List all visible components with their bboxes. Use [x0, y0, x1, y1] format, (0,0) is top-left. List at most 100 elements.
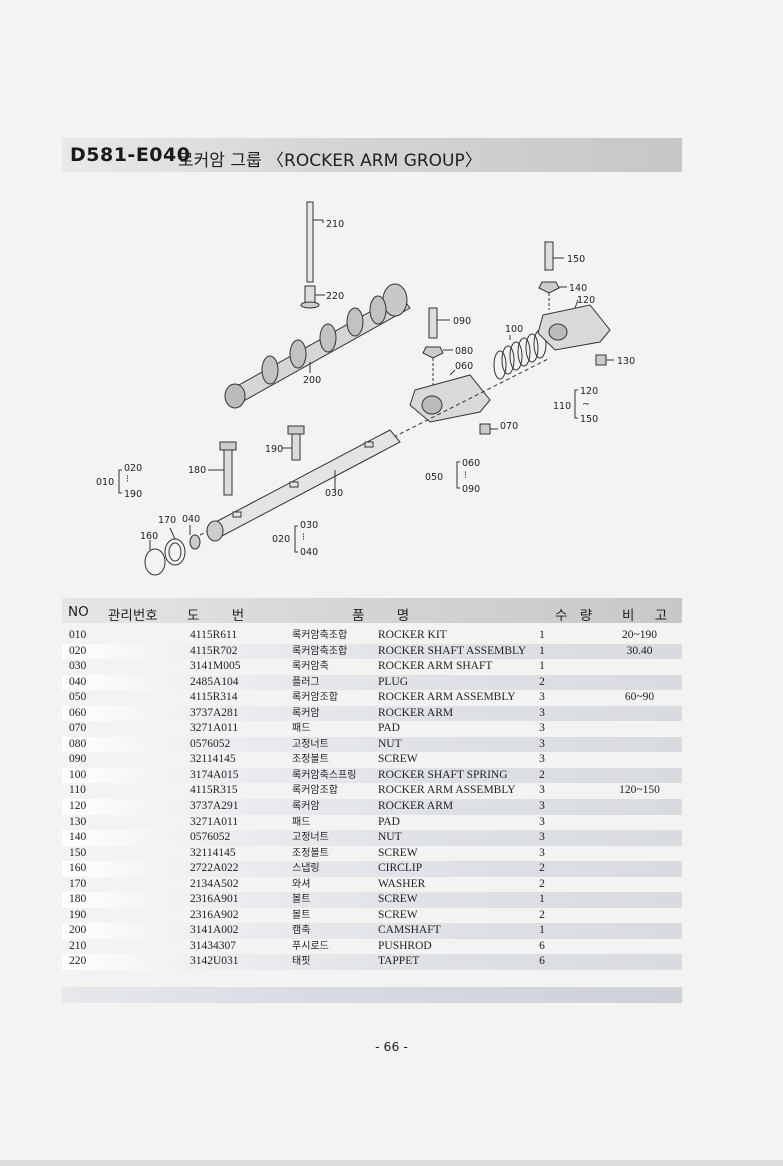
- row-quantity: 3: [539, 815, 545, 828]
- callout-220: 220: [326, 291, 344, 302]
- row-korean-name: 록커암조합: [292, 785, 338, 797]
- pad-part: [479, 423, 491, 435]
- row-english-name: PUSHROD: [378, 939, 432, 952]
- nut-part-2: [538, 281, 560, 294]
- row-quantity: 3: [539, 722, 545, 735]
- row-english-name: NUT: [378, 737, 402, 750]
- row-quantity: 1: [539, 660, 545, 673]
- row-part-number: 2316A901: [190, 893, 239, 906]
- row-remark: 20~190: [622, 629, 657, 641]
- range-020-from: 030: [300, 520, 318, 531]
- row-korean-name: 패드: [292, 816, 311, 828]
- row-part-number: 0576052: [190, 737, 231, 750]
- row-part-number: 32114145: [190, 846, 236, 859]
- row-no: 160: [69, 862, 87, 875]
- row-part-number: 3737A291: [190, 800, 239, 813]
- range-050-to: 090: [462, 484, 480, 495]
- row-english-name: CIRCLIP: [378, 862, 423, 875]
- row-korean-name: 록커암: [292, 707, 320, 719]
- row-no: 040: [69, 675, 87, 688]
- row-part-number: 4115R611: [190, 629, 238, 641]
- row-english-name: ROCKER ARM ASSEMBLY: [378, 691, 516, 704]
- row-part-number: 4115R702: [190, 644, 238, 657]
- row-korean-name: 록커암축스프링: [292, 769, 357, 781]
- row-remark: 30.40: [626, 644, 653, 657]
- row-english-name: PAD: [378, 815, 400, 828]
- rocker-shaft-spring-part: [493, 329, 547, 380]
- row-no: 010: [69, 629, 87, 641]
- callout-170: 170: [158, 515, 176, 526]
- row-part-number: 4115R314: [190, 691, 238, 704]
- row-part-number: 0576052: [190, 831, 231, 844]
- range-020-sep: ⁝: [302, 532, 305, 543]
- tappet-part: [304, 285, 316, 305]
- row-korean-name: 조정볼트: [292, 847, 329, 859]
- row-quantity: 3: [539, 691, 545, 704]
- row-no: 050: [69, 691, 87, 704]
- row-no: 140: [69, 831, 87, 844]
- row-korean-name: 록커암축조합: [292, 645, 348, 657]
- callout-040: 040: [182, 514, 200, 525]
- range-110-sep: ~: [582, 399, 590, 410]
- row-korean-name: 볼트: [292, 894, 311, 906]
- header-drawing-no: 도 번: [187, 608, 259, 624]
- range-010-to: 190: [124, 489, 142, 500]
- row-no: 150: [69, 846, 87, 859]
- row-no: 120: [69, 800, 87, 813]
- row-part-number: 3271A011: [190, 815, 239, 828]
- row-part-number: 3141M005: [190, 660, 241, 673]
- row-part-number: 4115R315: [190, 784, 238, 797]
- row-no: 080: [69, 737, 87, 750]
- callout-090: 090: [453, 316, 471, 327]
- row-part-number: 2722A022: [190, 862, 239, 875]
- row-quantity: 3: [539, 831, 545, 844]
- range-020-label: 020: [272, 534, 290, 545]
- row-english-name: SCREW: [378, 846, 418, 859]
- exploded-parts-diagram: 210 220 200 090 080 060 100 150 140 120 …: [96, 201, 635, 576]
- row-no: 190: [69, 908, 87, 921]
- camshaft-part: [224, 283, 411, 409]
- plug-part: [189, 534, 201, 550]
- range-050-sep: ⁝: [464, 470, 467, 481]
- header-quantity: 수 량: [555, 608, 597, 624]
- range-010-from: 020: [124, 463, 142, 474]
- rocker-arm-part-2: [537, 304, 611, 351]
- row-korean-name: 록커암조합: [292, 692, 338, 704]
- row-korean-name: 캠축: [292, 925, 311, 937]
- row-quantity: 2: [539, 675, 545, 688]
- row-english-name: CAMSHAFT: [378, 924, 441, 937]
- row-part-number: 3142U031: [190, 955, 239, 968]
- page-bottom-edge: [0, 1160, 783, 1166]
- row-english-name: ROCKER ARM SHAFT: [378, 660, 493, 673]
- adjusting-screw-part-2: [544, 241, 554, 271]
- row-no: 220: [69, 955, 87, 968]
- row-korean-name: 스냅링: [292, 863, 320, 875]
- range-110-to: 150: [580, 414, 598, 425]
- callout-190: 190: [265, 444, 283, 455]
- table-footer-bar: [62, 987, 682, 1003]
- range-010-label: 010: [96, 477, 114, 488]
- callout-080: 080: [455, 346, 473, 357]
- row-english-name: SCREW: [378, 753, 418, 766]
- range-050-label: 050: [425, 472, 443, 483]
- row-no: 100: [69, 768, 87, 781]
- row-quantity: 6: [539, 955, 545, 968]
- row-no: 110: [69, 784, 86, 797]
- callout-030: 030: [325, 488, 343, 499]
- parts-table-header: [62, 598, 682, 623]
